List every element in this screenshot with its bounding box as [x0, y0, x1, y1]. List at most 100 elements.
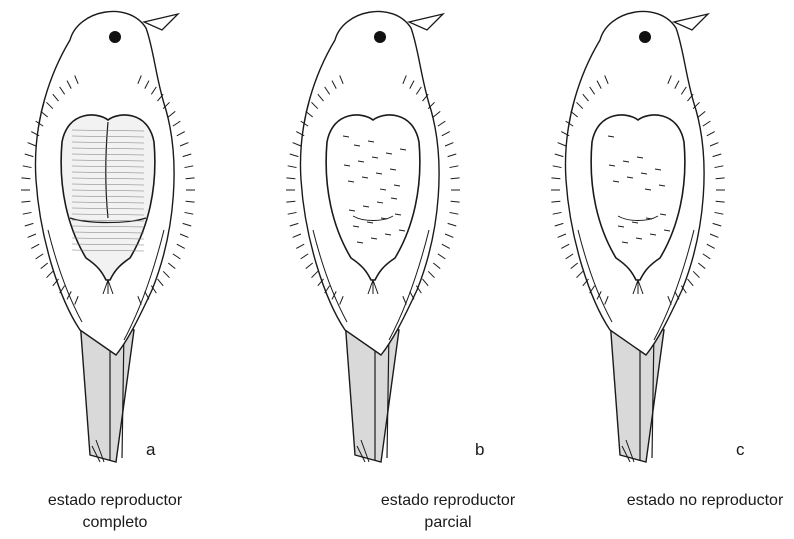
bird-illustration-c: [530, 0, 794, 470]
feather-tick: [288, 166, 297, 168]
feather-tick: [693, 271, 699, 277]
feather-tick: [558, 143, 566, 146]
feather-tick: [450, 166, 459, 168]
feather-tick: [428, 271, 434, 277]
panel-letter-c: c: [736, 440, 745, 460]
feather-tick: [168, 263, 175, 269]
feather-tick: [185, 166, 194, 168]
feather-tick: [36, 254, 43, 259]
feather-tick: [183, 154, 192, 157]
feather-tick: [46, 271, 52, 277]
feather-tick: [286, 178, 295, 179]
eye: [639, 31, 651, 43]
feather-tick: [551, 201, 560, 202]
feather-tick: [186, 201, 195, 202]
feather-tick: [31, 244, 39, 248]
feather-tick: [553, 166, 562, 168]
feather-tick: [21, 201, 30, 202]
panel-b: b estado reproductor parcial: [265, 0, 529, 539]
feather-tick: [707, 244, 715, 248]
feather-tick: [715, 166, 724, 168]
feather-tick: [716, 201, 725, 202]
feather-tick: [448, 223, 457, 226]
feather-tick: [23, 212, 32, 214]
feather-tick: [703, 254, 710, 259]
feather-tick: [25, 223, 34, 226]
feather-tick: [422, 279, 428, 286]
caption-b-line2: parcial: [333, 512, 563, 534]
panel-letter-b: b: [475, 440, 484, 460]
feather-tick: [286, 201, 295, 202]
feather-tick: [558, 234, 566, 237]
feather-tick: [438, 254, 445, 259]
panel-a: a estado reproductor completo: [0, 0, 264, 539]
feather-tick: [442, 244, 450, 248]
feather-tick: [450, 212, 459, 214]
feather-tick: [555, 154, 564, 157]
caption-a-line2: completo: [0, 512, 230, 534]
eye: [109, 31, 121, 43]
feather-tick: [293, 143, 301, 146]
feather-tick: [173, 254, 180, 259]
feather-tick: [561, 244, 569, 248]
feather-tick: [23, 166, 32, 168]
feather-tick: [566, 254, 573, 259]
feather-tick: [290, 223, 299, 226]
feather-tick: [157, 279, 163, 286]
feather-tick: [433, 111, 440, 117]
feather-tick: [710, 143, 718, 146]
feather-tick: [163, 271, 169, 277]
feather-tick: [311, 271, 317, 277]
feather-tick: [445, 143, 453, 146]
feather-tick: [703, 121, 710, 126]
panel-c: c estado no reproductor: [530, 0, 794, 539]
feather-tick: [290, 154, 299, 157]
feather-tick: [433, 263, 440, 269]
feather-tick: [687, 279, 693, 286]
feather-tick: [715, 212, 724, 214]
feather-tick: [28, 234, 36, 237]
feather-tick: [306, 263, 313, 269]
feather-tick: [555, 223, 564, 226]
panel-letter-a: a: [146, 440, 155, 460]
feather-tick: [293, 234, 301, 237]
feather-tick: [698, 111, 705, 117]
caption-a: estado reproductor completo: [0, 490, 230, 534]
caption-c-line1: estado no reproductor: [590, 490, 794, 512]
eye: [374, 31, 386, 43]
feather-tick: [716, 178, 725, 179]
feather-tick: [185, 212, 194, 214]
feather-tick: [288, 212, 297, 214]
beak: [144, 14, 178, 30]
feather-tick: [186, 178, 195, 179]
caption-a-line1: estado reproductor: [0, 490, 230, 512]
feather-tick: [173, 121, 180, 126]
feather-tick: [168, 111, 175, 117]
feather-tick: [553, 212, 562, 214]
feather-tick: [183, 223, 192, 226]
bird-illustration-a: [0, 0, 264, 470]
bird-illustration-b: [265, 0, 529, 470]
feather-tick: [551, 178, 560, 179]
feather-tick: [180, 234, 188, 237]
feather-tick: [451, 201, 460, 202]
feather-tick: [28, 143, 36, 146]
feather-tick: [296, 244, 304, 248]
feather-tick: [698, 263, 705, 269]
feather-tick: [451, 178, 460, 179]
caption-c: estado no reproductor: [590, 490, 794, 512]
feather-tick: [21, 178, 30, 179]
caption-b-line1: estado reproductor: [333, 490, 563, 512]
beak: [409, 14, 443, 30]
feather-tick: [438, 121, 445, 126]
feather-tick: [41, 263, 48, 269]
beak: [674, 14, 708, 30]
feather-tick: [448, 154, 457, 157]
feather-tick: [713, 154, 722, 157]
feather-tick: [25, 154, 34, 157]
feather-tick: [177, 132, 185, 136]
feather-tick: [180, 143, 188, 146]
feather-tick: [707, 132, 715, 136]
feather-tick: [710, 234, 718, 237]
feather-tick: [445, 234, 453, 237]
